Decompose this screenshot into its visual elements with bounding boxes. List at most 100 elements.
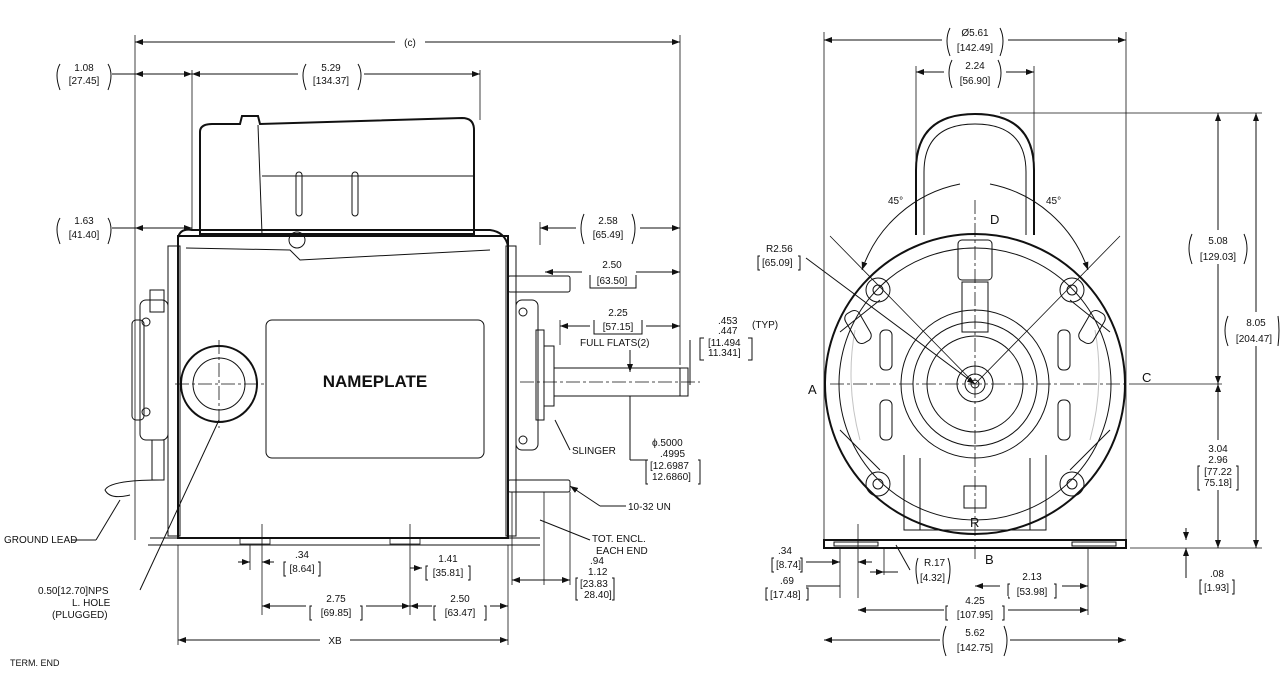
dim-r2-56: R2.56 [65.09] (757, 244, 801, 271)
dim-1-08: 1.08 [27.45] (56, 63, 112, 91)
dim-8-05: 8.05 [204.47] (1224, 315, 1280, 347)
svg-text:8.05: 8.05 (1246, 318, 1266, 329)
svg-text:0.50[12.70]NPS: 0.50[12.70]NPS (38, 586, 109, 597)
letter-d: D (990, 212, 999, 227)
dim-1-63: 1.63 [41.40] (56, 216, 112, 245)
shaft (520, 367, 700, 397)
svg-text:[134.37]: [134.37] (313, 76, 349, 87)
svg-text:[8.74]: [8.74] (776, 560, 801, 571)
svg-text:[23.83: [23.83 (580, 579, 608, 590)
nameplate-label: NAMEPLATE (323, 372, 428, 391)
svg-text:2.24: 2.24 (965, 61, 985, 72)
dim-2-58: 2.58 [65.49] (580, 213, 636, 245)
svg-text:[63.47]: [63.47] (445, 608, 476, 619)
svg-text:.69: .69 (780, 576, 794, 587)
svg-text:2.75: 2.75 (326, 594, 346, 605)
svg-text:[142.49]: [142.49] (957, 43, 993, 54)
dim-5-61: Ø5.61 [142.49] (946, 27, 1004, 57)
svg-text:[107.95]: [107.95] (957, 610, 993, 621)
svg-text:2.13: 2.13 (1022, 572, 1042, 583)
svg-text:[63.50]: [63.50] (597, 276, 628, 287)
side-view: (c) 1.08 [27.45] 5.29 [134.37] 1.63 [41.… (4, 34, 778, 668)
dim-5-08: 5.08 [129.03] (1188, 233, 1248, 265)
term-end-bell (131, 289, 169, 481)
conduit-hole (175, 340, 265, 428)
dim-r17: R.17 [4.32] (915, 557, 951, 585)
svg-text:[41.40]: [41.40] (69, 230, 100, 241)
svg-text:2.96: 2.96 (1208, 455, 1228, 466)
dim-c-label: (c) (404, 38, 416, 49)
angle-left: 45° (888, 196, 903, 207)
dim-2-75: 2.75 [69.85] (309, 594, 363, 621)
slinger-label: SLINGER (572, 446, 616, 457)
svg-text:.94: .94 (590, 556, 604, 567)
svg-text:28.40]: 28.40] (584, 590, 612, 601)
svg-text:[35.81]: [35.81] (433, 568, 464, 579)
letter-c: C (1142, 370, 1151, 385)
svg-text:EACH END: EACH END (596, 546, 648, 557)
term-end-label: TERM. END (10, 658, 60, 668)
svg-text:ϕ.5000: ϕ.5000 (652, 438, 683, 449)
svg-text:1.12: 1.12 (588, 567, 608, 578)
svg-text:.447: .447 (718, 326, 738, 337)
dim-3-04: 3.04 2.96 [77.22 75.18] (1197, 444, 1239, 491)
svg-text:.34: .34 (778, 546, 792, 557)
svg-text:[65.09]: [65.09] (762, 258, 793, 269)
dim-2-50-top: 2.50 [63.50] (589, 260, 637, 289)
letter-r: R (970, 515, 979, 530)
svg-text:TOT. ENCL.: TOT. ENCL. (592, 534, 646, 545)
full-flats-label: FULL FLATS(2) (580, 338, 649, 349)
nameplate-box: NAMEPLATE (265, 319, 485, 459)
svg-text:L. HOLE: L. HOLE (72, 598, 111, 609)
svg-text:.34: .34 (295, 550, 309, 561)
svg-text:2.25: 2.25 (608, 308, 628, 319)
dim-4-25: 4.25 [107.95] (945, 596, 1005, 621)
svg-text:.4995: .4995 (660, 449, 685, 460)
svg-text:.453: .453 (718, 316, 738, 327)
svg-text:11.341]: 11.341] (708, 348, 741, 359)
svg-text:[204.47]: [204.47] (1236, 334, 1272, 345)
svg-text:[17.48]: [17.48] (770, 590, 801, 601)
angle-right: 45° (1046, 196, 1061, 207)
dim-2-24: 2.24 [56.90] (948, 59, 1002, 89)
svg-text:[12.6987: [12.6987 (650, 461, 689, 472)
shaft-diameter: ϕ.5000 .4995 [12.6987 12.6860] (645, 438, 701, 485)
svg-text:75.18]: 75.18] (1204, 478, 1232, 489)
dim-34: .34 [8.64] (283, 550, 321, 577)
dim-08: .08 [1.93] (1199, 569, 1235, 595)
dim-94-1-12: .94 1.12 [23.83 28.40] (575, 556, 615, 601)
letter-b: B (985, 552, 994, 567)
dim-5-62: 5.62 [142.75] (942, 625, 1008, 657)
svg-text:1.41: 1.41 (438, 554, 458, 565)
svg-text:[8.64]: [8.64] (289, 564, 314, 575)
vent-slots (844, 309, 1106, 441)
svg-text:2.50: 2.50 (450, 594, 470, 605)
svg-text:R.17: R.17 (924, 558, 946, 569)
svg-text:5.62: 5.62 (965, 628, 985, 639)
svg-text:2.58: 2.58 (598, 216, 618, 227)
dim-34-end: .34 [8.74] (771, 546, 803, 573)
svg-text:3.04: 3.04 (1208, 444, 1228, 455)
screw-label: 10-32 UN (628, 502, 671, 513)
hole-note: 0.50[12.70]NPS L. HOLE (PLUGGED) (38, 586, 111, 621)
svg-text:[53.98]: [53.98] (1017, 587, 1048, 598)
dim-2-25: 2.25 [57.15] (593, 308, 643, 335)
end-view: Ø5.61 [142.49] 2.24 [56.90] 45° 45° (757, 24, 1280, 658)
svg-text:2.50: 2.50 (602, 260, 622, 271)
svg-text:[11.494: [11.494 (708, 338, 741, 349)
typ-label: (TYP) (752, 320, 778, 331)
dim-69: .69 [17.48] (765, 576, 809, 601)
svg-text:12.6860]: 12.6860] (652, 472, 691, 483)
dim-1-41: 1.41 [35.81] (425, 554, 471, 581)
svg-text:1.63: 1.63 (74, 216, 94, 227)
svg-text:[27.45]: [27.45] (69, 76, 100, 87)
dim-453-447: .453 .447 [11.494 11.341] (699, 316, 753, 361)
dim-2-50-bottom: 2.50 [63.47] (433, 594, 487, 621)
svg-text:[77.22: [77.22 (1204, 467, 1232, 478)
svg-text:5.29: 5.29 (321, 63, 341, 74)
svg-text:Ø5.61: Ø5.61 (961, 28, 989, 39)
capacitor-dome (915, 112, 1035, 235)
svg-text:[57.15]: [57.15] (603, 322, 634, 333)
svg-text:.08: .08 (1210, 569, 1224, 580)
